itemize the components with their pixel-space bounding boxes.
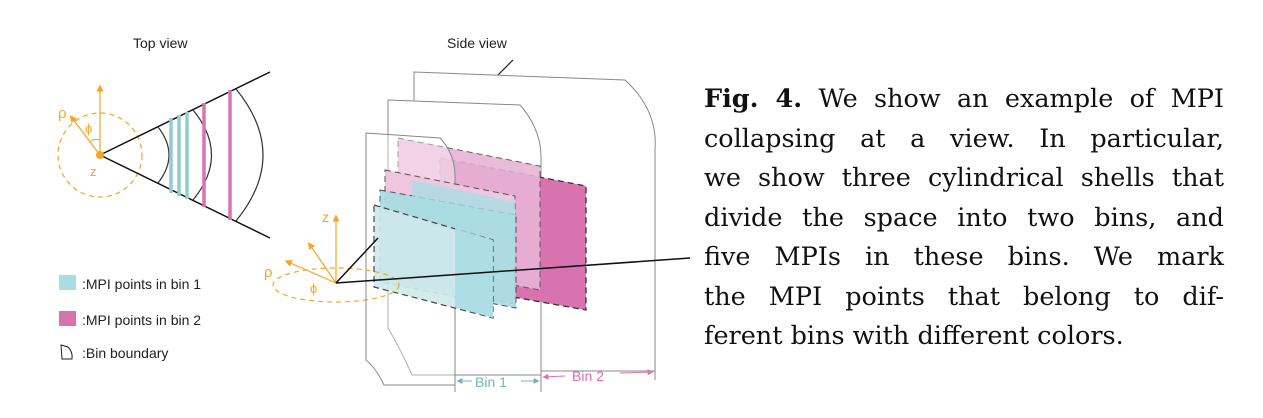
rho-label: ρ	[264, 264, 273, 281]
side-view-title: Side view	[447, 35, 508, 51]
view-ray-right	[335, 257, 691, 284]
wedge-top-line	[99, 71, 271, 156]
orange-dashed-ellipse	[272, 267, 400, 303]
top-view-title: Top view	[133, 35, 188, 51]
caption-line: divide the space into two bins, and	[704, 202, 1224, 233]
caption-line: five MPIs in these bins. We mark	[704, 242, 1224, 272]
top-view-diagram: ρ ϕ z	[57, 71, 271, 239]
figure-caption: Fig. 4. We show an example of MPI collap…	[704, 80, 1224, 357]
bin-boundary-icon	[60, 344, 73, 360]
caption-line: ferent bins with different colors.	[704, 321, 1124, 351]
view-ray-up	[335, 237, 379, 284]
bin-arc-inner	[157, 126, 170, 184]
legend-label-bin2: :MPI points in bin 2	[82, 312, 201, 328]
z-label: z	[322, 209, 329, 225]
phi-angle-arc	[89, 138, 101, 143]
caption-line: we show three cylindrical shells that	[704, 163, 1224, 193]
figure-label: Fig. 4.	[704, 84, 803, 114]
rho-axis-line	[69, 115, 101, 156]
figure: Top view ρ ϕ z :MPI points in bin 1 :MPI…	[57, 35, 691, 392]
wedge-bottom-line	[99, 154, 271, 239]
z-label: z	[90, 164, 97, 179]
legend-swatch-bin2	[59, 311, 76, 326]
phi-label: ϕ	[310, 281, 317, 296]
caption-line: collapsing at a view. In particular,	[704, 123, 1224, 154]
bin2-arrow-left	[542, 373, 566, 380]
bin-arc-outer	[235, 88, 264, 222]
bin-arc-middle	[192, 109, 212, 201]
bin1-label: Bin 1	[475, 374, 507, 390]
caption-line: Fig. 4. We show an example of MPI	[704, 84, 1224, 114]
origin-dot	[96, 151, 104, 159]
legend-label-bin1: :MPI points in bin 1	[82, 276, 201, 292]
legend-swatch-bin1	[59, 275, 76, 290]
orange-dashed-circle	[57, 112, 143, 198]
side-view-diagram: Bin 1 Bin 2 z ρ ϕ	[264, 71, 691, 392]
bin2-arrow-right	[619, 369, 654, 376]
bin1-mpi-plane-highlight	[412, 180, 515, 230]
phi-label: ϕ	[85, 121, 92, 136]
legend: :MPI points in bin 1 :MPI points in bin …	[59, 275, 201, 361]
phi-axis-line	[307, 242, 337, 284]
caption-line: the MPI points that belong to dif-	[704, 281, 1224, 312]
rho-label: ρ	[58, 105, 67, 122]
rho-axis-line	[284, 260, 337, 284]
legend-label-boundary: :Bin boundary	[82, 345, 168, 361]
bin2-label: Bin 2	[572, 368, 604, 384]
